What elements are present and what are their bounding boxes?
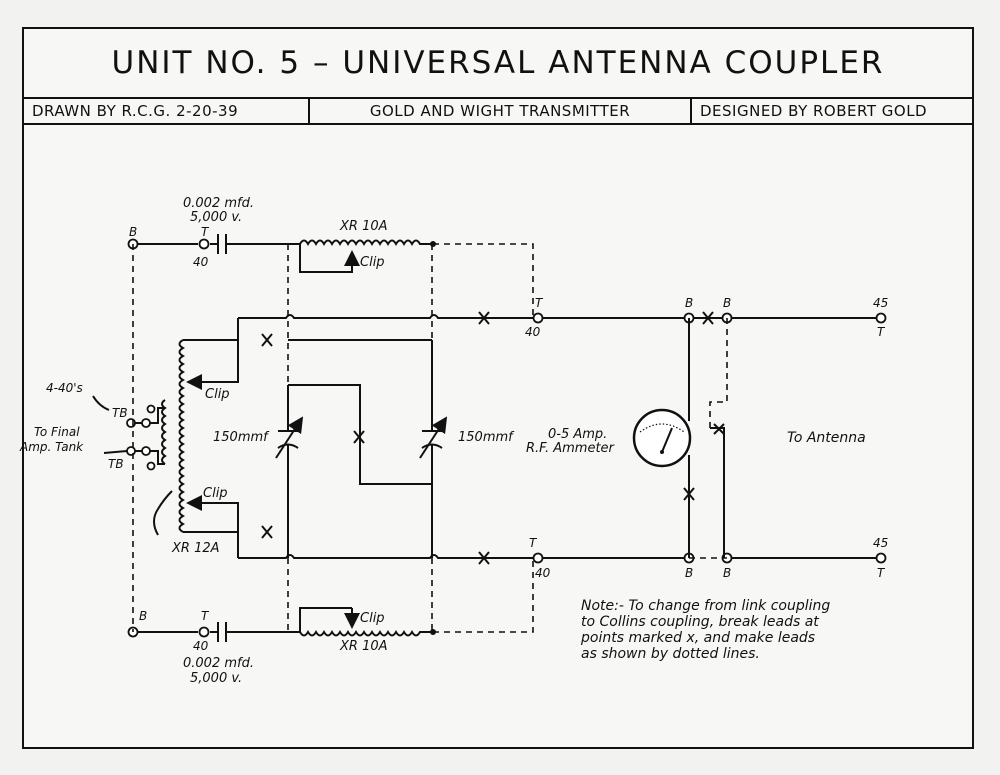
terminal-40-label: 40 — [535, 566, 551, 580]
terminal-t40-lower — [532, 552, 544, 564]
terminal-t-label: T — [529, 536, 538, 550]
terminal-40-label: 40 — [193, 639, 209, 653]
terminal-b-label: B — [129, 225, 137, 239]
coil-center-label: XR 12A — [171, 541, 220, 556]
clip-top-coil-label: Clip — [360, 255, 385, 270]
tb-upper-label: TB — [112, 406, 128, 420]
clip-center-upper-label: Clip — [205, 387, 230, 402]
tb-lower-label: TB — [108, 457, 124, 471]
note-block: Note:- To change from link coupling to C… — [580, 598, 830, 662]
terminal-45-label: 45 — [873, 536, 888, 550]
terminal-t-label: T — [877, 566, 886, 580]
terminal-b-label: B — [139, 609, 147, 623]
to-final-label-line1: To Final — [34, 425, 80, 439]
terminal-b-label: B — [723, 296, 731, 310]
coil-top-label: XR 10A — [339, 219, 388, 234]
cap-top-value: 0.002 mfd. — [183, 196, 254, 211]
terminal-45-upper — [875, 312, 887, 324]
four-forties-label: 4-40's — [46, 381, 83, 395]
terminal-b-label: B — [685, 566, 693, 580]
terminal-t-label: T — [535, 296, 544, 310]
clip-center-lower-label: Clip — [203, 486, 228, 501]
upper-main-line — [238, 314, 878, 319]
drawing-sheet: UNIT NO. 5 – UNIVERSAL ANTENNA COUPLER D… — [22, 27, 974, 749]
ammeter-label-line1: 0-5 Amp. — [548, 427, 607, 442]
cap-bottom-value: 0.002 mfd. — [183, 656, 254, 671]
to-final-label-line2: Amp. Tank — [19, 440, 84, 454]
title-block-row: DRAWN BY R.C.G. 2-20-39 GOLD AND WIGHT T… — [24, 99, 972, 125]
note-line-4: as shown by dotted lines. — [581, 646, 760, 662]
note-line-1: Note:- To change from link coupling — [581, 598, 830, 614]
cap-right-label: 150mmf — [458, 430, 515, 445]
cap-bottom-voltage: 5,000 v. — [190, 671, 242, 686]
break-points — [261, 311, 725, 565]
terminal-45-label: 45 — [873, 296, 888, 310]
terminal-t-label: T — [201, 609, 210, 623]
coil-bottom-label: XR 10A — [339, 639, 388, 654]
terminal-40-label: 40 — [525, 325, 541, 339]
transmitter-cell: GOLD AND WIGHT TRANSMITTER — [310, 99, 692, 123]
terminal-45-lower — [875, 552, 887, 564]
dotted-collins-leads — [132, 243, 728, 633]
terminal-b-label: B — [723, 566, 731, 580]
capacitor-bottom — [217, 622, 227, 642]
terminal-t40-upper — [532, 312, 544, 324]
to-antenna-label: To Antenna — [787, 430, 866, 446]
clip-bottom-coil-label: Clip — [360, 611, 385, 626]
designer-cell: DESIGNED BY ROBERT GOLD — [700, 102, 928, 120]
cap-left-label: 150mmf — [213, 430, 270, 445]
ammeter-label-line2: R.F. Ammeter — [526, 441, 616, 456]
note-line-3: points marked x, and make leads — [580, 630, 815, 646]
ammeter — [632, 318, 725, 558]
terminal-b-label: B — [685, 296, 693, 310]
terminal-t40-top — [198, 238, 210, 250]
lower-main-line — [238, 554, 878, 559]
terminal-t-label: T — [201, 225, 210, 239]
terminal-t-label: T — [877, 325, 886, 339]
note-line-2: to Collins coupling, break leads at — [581, 614, 819, 630]
drawn-by-cell: DRAWN BY R.C.G. 2-20-39 — [24, 99, 310, 123]
coil-xr12a-center — [161, 318, 239, 558]
terminal-40-label: 40 — [193, 255, 209, 269]
capacitor-top — [217, 234, 227, 254]
terminal-t40-bottom — [198, 626, 210, 638]
variable-capacitor-left — [275, 384, 432, 558]
variable-capacitor-right — [288, 339, 448, 558]
drawing-title: UNIT NO. 5 – UNIVERSAL ANTENNA COUPLER — [24, 29, 972, 99]
coil-xr10a-bottom — [299, 607, 436, 637]
cap-top-voltage: 5,000 v. — [190, 210, 242, 225]
